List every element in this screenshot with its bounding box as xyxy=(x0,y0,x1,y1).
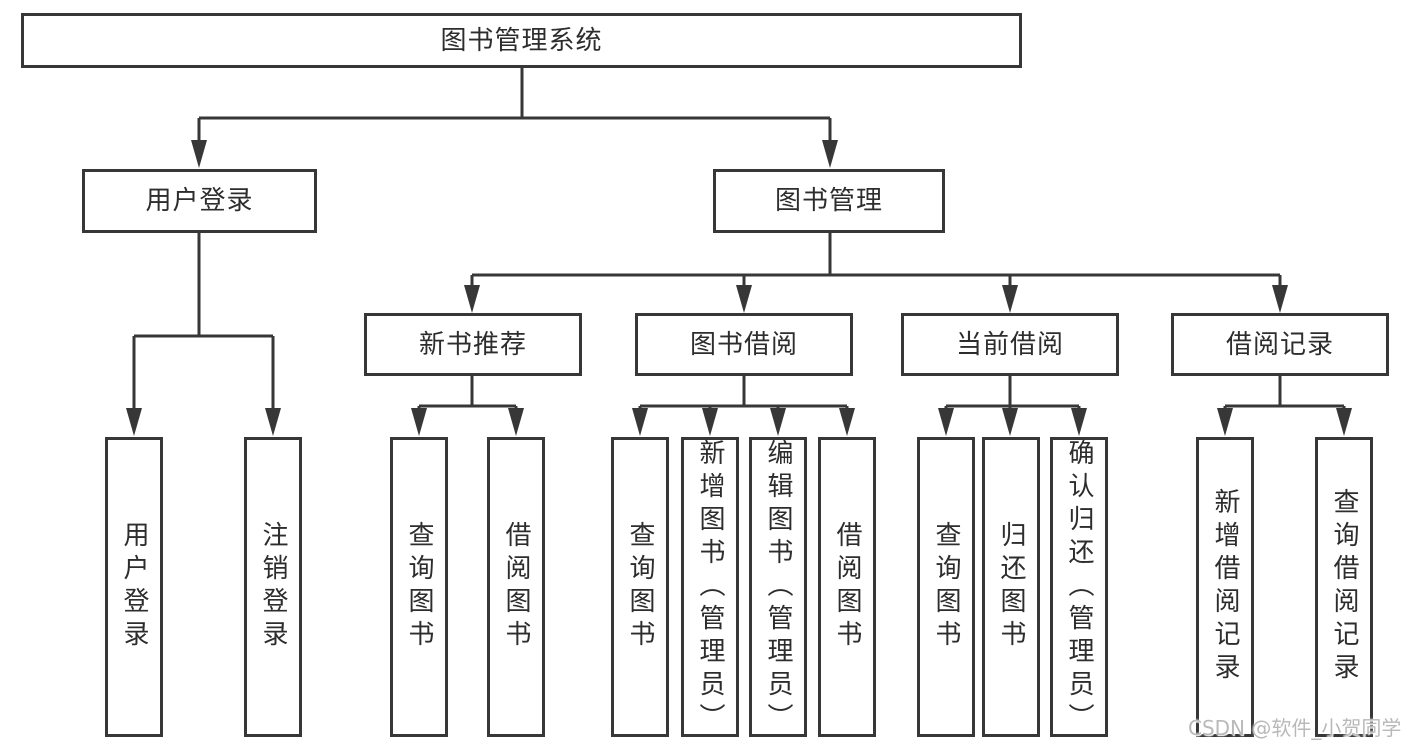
node-leaf-query-books: 查询图书 xyxy=(611,437,669,737)
node-leaf-edit-books-admin: 编辑图书（管理员） xyxy=(749,437,807,737)
arrow-icon xyxy=(508,408,524,436)
arrow-icon xyxy=(1336,408,1352,436)
arrow-icon xyxy=(191,140,207,168)
connector-book-management xyxy=(470,233,1282,307)
node-label: 图书管理 xyxy=(774,186,883,216)
node-book-management: 图书管理 xyxy=(713,169,945,233)
node-leaf-query-books: 查询图书 xyxy=(917,437,975,737)
node-label: 查询图书 xyxy=(625,521,655,653)
arrowheads xyxy=(126,140,1352,436)
arrow-icon xyxy=(736,285,752,313)
arrow-icon xyxy=(1002,408,1018,436)
arrow-icon xyxy=(265,408,281,436)
node-current-borrow: 当前借阅 xyxy=(901,313,1119,376)
node-leaf-return-books: 归还图书 xyxy=(982,437,1040,737)
node-label: 编辑图书（管理员） xyxy=(763,438,793,736)
arrow-icon xyxy=(1217,408,1233,436)
node-label: 新增图书（管理员） xyxy=(695,438,725,736)
node-label: 图书管理系统 xyxy=(440,25,603,56)
arrow-icon xyxy=(126,408,142,436)
node-label: 确认归还（管理员） xyxy=(1064,438,1094,736)
node-label: 注销登录 xyxy=(258,521,288,653)
node-borrow-records: 借阅记录 xyxy=(1171,313,1389,376)
node-label: 查询图书 xyxy=(404,521,434,653)
node-label: 用户登录 xyxy=(119,521,149,653)
node-label: 用户登录 xyxy=(145,186,254,216)
node-user-login: 用户登录 xyxy=(82,169,317,233)
node-label: 查询借阅记录 xyxy=(1329,488,1359,686)
csdn-watermark: CSDN @软件_小贺同学 xyxy=(1188,716,1402,740)
arrow-icon xyxy=(1002,285,1018,313)
node-label: 新书推荐 xyxy=(418,329,527,360)
node-label: 当前借阅 xyxy=(955,329,1064,360)
node-label: 借阅记录 xyxy=(1225,329,1334,360)
node-leaf-query-borrow-record: 查询借阅记录 xyxy=(1315,437,1373,737)
node-leaf-add-borrow-record: 新增借阅记录 xyxy=(1196,437,1254,737)
node-label: 查询图书 xyxy=(931,521,961,653)
node-leaf-query-books: 查询图书 xyxy=(390,437,448,737)
arrow-icon xyxy=(1071,408,1087,436)
arrow-icon xyxy=(1272,285,1288,313)
arrow-icon xyxy=(938,408,954,436)
arrow-icon xyxy=(464,285,480,313)
arrow-icon xyxy=(822,140,838,168)
node-label: 借阅图书 xyxy=(832,521,862,653)
node-new-book-recommend: 新书推荐 xyxy=(364,313,582,376)
node-book-borrow: 图书借阅 xyxy=(635,313,853,376)
connector-book-borrow xyxy=(638,376,849,430)
node-leaf-borrow-books: 借阅图书 xyxy=(487,437,545,737)
connector-root xyxy=(197,68,832,160)
node-label: 图书借阅 xyxy=(689,329,798,360)
node-leaf-user-login: 用户登录 xyxy=(105,437,163,737)
arrow-icon xyxy=(411,408,427,436)
connector-new-book xyxy=(417,376,518,430)
node-root-system: 图书管理系统 xyxy=(21,13,1022,68)
arrow-icon xyxy=(702,408,718,436)
node-label: 新增借阅记录 xyxy=(1210,488,1240,686)
node-leaf-logout: 注销登录 xyxy=(244,437,302,737)
arrow-icon xyxy=(839,408,855,436)
arrow-icon xyxy=(632,408,648,436)
connector-user-login xyxy=(132,233,275,430)
node-label: 借阅图书 xyxy=(501,521,531,653)
node-leaf-add-books-admin: 新增图书（管理员） xyxy=(681,437,739,737)
node-leaf-confirm-return-admin: 确认归还（管理员） xyxy=(1050,437,1108,737)
arrow-icon xyxy=(770,408,786,436)
node-leaf-borrow-books: 借阅图书 xyxy=(818,437,876,737)
node-label: 归还图书 xyxy=(996,521,1026,653)
connector-borrow-records xyxy=(1223,376,1346,430)
